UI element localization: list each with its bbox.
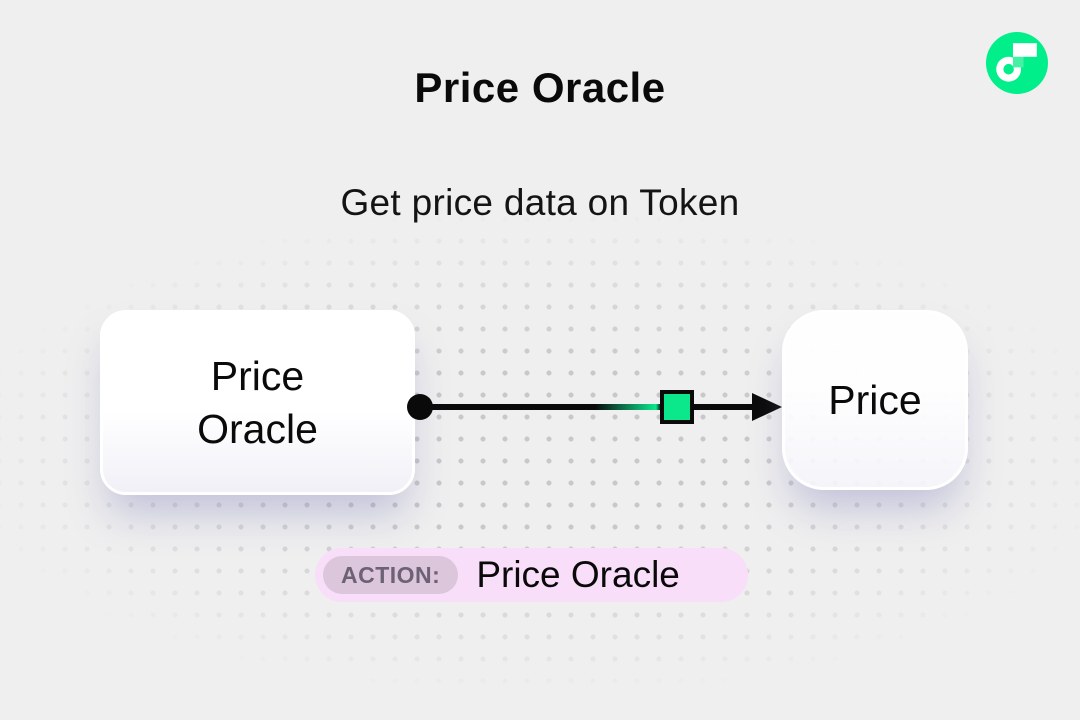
target-node-label: Price [828,376,922,423]
action-label: ACTION: [341,561,441,588]
page-title: Price Oracle [414,64,666,111]
target-node: Price [782,310,968,490]
source-node-label: Price Oracle [197,352,318,452]
arrowhead-icon [752,393,782,421]
connector-line [420,404,757,410]
connector-marker-square [660,390,694,424]
flow-logo-icon [986,32,1048,94]
page-subtitle: Get price data on Token [340,182,740,223]
action-value: Price Oracle [476,554,680,595]
connector-start-dot [407,394,433,420]
action-bar: ACTION: Price Oracle [315,548,748,602]
source-node: Price Oracle [100,310,415,495]
action-label-badge: ACTION: [323,556,459,594]
